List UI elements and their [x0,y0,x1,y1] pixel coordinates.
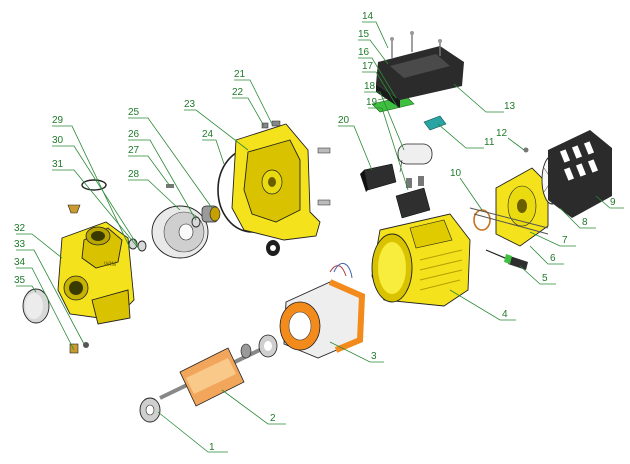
callout-10: 10 [450,168,462,179]
callout-9: 9 [610,197,616,208]
callout-3: 3 [371,351,377,362]
callout-21: 21 [234,69,246,80]
part-13-terminal-cover [376,46,464,108]
priming-plug [67,204,81,214]
part-19-terminal-bracket [395,176,431,219]
callout-17: 17 [362,61,374,72]
part-7-end-cover [495,167,549,247]
part-25-26-mechanical-seal [191,205,221,228]
part-2-rotor-shaft [159,334,278,407]
pump-body-o-ring [81,179,107,191]
part-21-22-screws [261,120,331,206]
part-33-34-drain-plug [69,342,89,354]
callout-leaders [16,21,624,453]
callout-16: 16 [358,47,370,58]
callout-12: 12 [496,128,508,139]
callout-2: 2 [270,413,276,424]
callout-33: 33 [14,239,26,250]
part-12-screw [523,147,529,153]
callout-24: 24 [202,129,214,140]
pump-brand-text: WIM [104,262,116,268]
callout-26: 26 [128,129,140,140]
part-6-tie-rods [469,207,549,235]
part-28-impeller [151,205,209,259]
callout-35: 35 [14,275,26,286]
part-4-motor-housing [371,213,471,307]
callout-23: 23 [184,99,196,110]
callout-25: 25 [128,107,140,118]
callout-34: 34 [14,257,26,268]
callout-13: 13 [504,101,516,112]
callout-8: 8 [582,217,588,228]
callout-5: 5 [542,273,548,284]
part-20-terminal-block [360,163,397,192]
part-14-cover-screws [390,31,442,58]
callout-29: 29 [52,115,64,126]
part-3-stator [279,263,366,359]
callout-14: 14 [362,11,374,22]
callout-28: 28 [128,169,140,180]
callout-1: 1 [209,442,215,453]
callout-19: 19 [366,97,378,108]
part-11-teal-bracket [423,115,447,131]
callout-numbers: 1 2 3 4 5 6 7 8 9 10 11 12 13 14 15 16 1… [14,11,616,453]
part-9-fan-cover [548,130,612,218]
callout-15: 15 [358,29,370,40]
callout-30: 30 [52,135,64,146]
callout-27: 27 [128,145,140,156]
part-23-bracket [231,123,321,241]
part-18-capacitor [397,143,433,173]
callout-11: 11 [484,137,495,148]
part-35-seal-disc [22,288,50,324]
callout-22: 22 [232,87,244,98]
callout-4: 4 [502,309,508,320]
part-1-bearing [139,397,161,423]
callout-6: 6 [550,253,556,264]
callout-7: 7 [562,235,568,246]
callout-18: 18 [364,81,376,92]
callout-31: 31 [52,159,64,170]
callout-32: 32 [14,223,26,234]
callout-20: 20 [338,115,350,126]
part-5-cable-gland [485,249,528,270]
part-32-pump-body: WIM [57,221,135,325]
